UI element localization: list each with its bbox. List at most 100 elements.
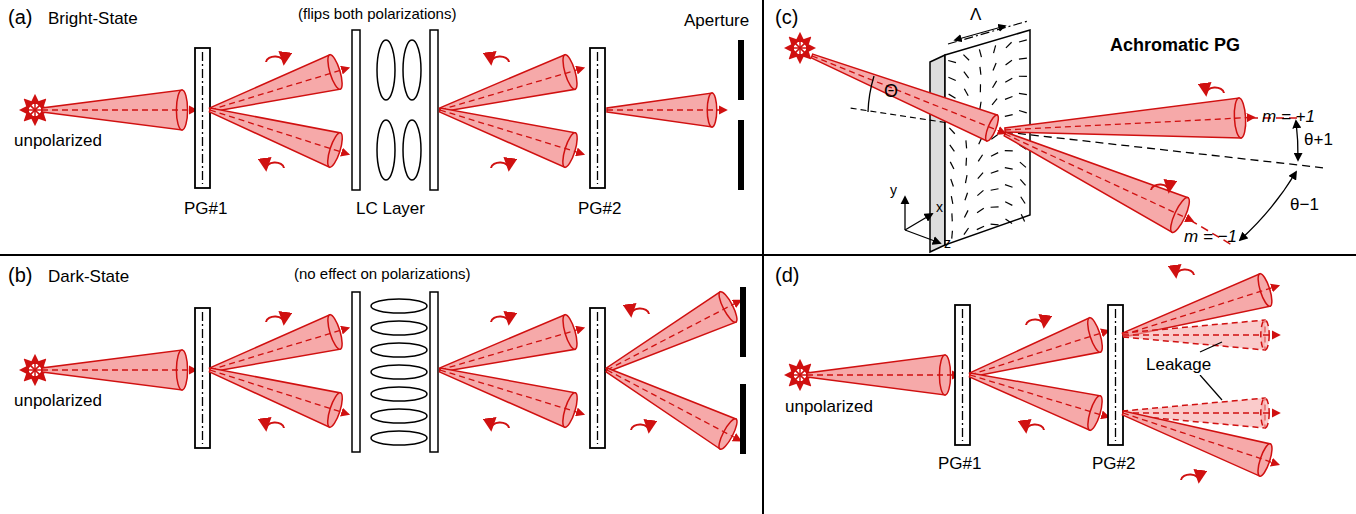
label: PG#1 (184, 200, 227, 219)
light-beam (209, 368, 340, 427)
circular-polarization-arrow (1176, 269, 1194, 276)
beam-axis (607, 109, 726, 110)
label: Aperture (684, 12, 749, 31)
label: unpolarized (14, 392, 102, 411)
beam-axis (42, 109, 196, 110)
lc-director (1005, 78, 1012, 82)
beam-axis (970, 331, 1108, 375)
lc-director (979, 49, 981, 57)
circular-polarization-arrow (631, 424, 649, 431)
light-beam (969, 318, 1100, 377)
circular-polarization-arrow (491, 162, 509, 169)
label: unpolarized (14, 132, 102, 151)
label: unpolarized (785, 398, 873, 417)
lc-director (1019, 58, 1027, 60)
lc-director (951, 213, 953, 221)
light-beam (439, 368, 575, 427)
beam-axis (812, 56, 1005, 133)
lc-director (951, 196, 953, 204)
polarization-grating (590, 48, 605, 188)
beam-front (560, 391, 580, 428)
light-beam (811, 54, 997, 141)
grating-edge (930, 55, 945, 252)
lc-director (1019, 40, 1027, 42)
lc-director (1019, 93, 1027, 94)
lc-director (948, 77, 955, 80)
lc-director (964, 210, 968, 217)
beam-front (560, 131, 580, 168)
lc-molecule (371, 299, 427, 313)
lc-director (949, 94, 956, 98)
beam-axis (607, 370, 740, 441)
lc-director (993, 81, 997, 88)
lc-director (965, 158, 967, 166)
circular-polarization-arrow (1026, 319, 1044, 326)
lc-director (978, 173, 983, 179)
lc-director (980, 84, 981, 92)
light-beam (209, 315, 340, 372)
lc-director (965, 193, 968, 201)
light-beam (439, 55, 575, 112)
grating-axis (202, 312, 203, 444)
lc-director (1020, 179, 1025, 185)
aperture (738, 120, 744, 190)
lc-director (963, 55, 969, 61)
lc-director (993, 63, 996, 70)
lc-director (1005, 219, 1012, 224)
lc-director (979, 67, 981, 75)
lc-substrate (430, 292, 438, 452)
beam-axis (440, 68, 583, 110)
beam-axis (1123, 334, 1279, 335)
grating-axis (1115, 309, 1116, 441)
light-beam (969, 373, 1100, 430)
label: Bright-State (48, 10, 138, 29)
lc-molecule (403, 120, 421, 180)
label: θ+1 (1304, 131, 1333, 150)
lc-molecule (371, 409, 427, 423)
lc-substrate (352, 292, 360, 452)
lc-director (1019, 111, 1027, 113)
lc-director (964, 89, 968, 96)
label: Achromatic PG (1110, 36, 1240, 56)
lc-director (1005, 96, 1012, 99)
angle-arc (1296, 121, 1298, 160)
lc-director (1020, 162, 1026, 167)
label: (a) (8, 6, 32, 28)
polarization-grating (195, 308, 210, 448)
lc-molecule (371, 431, 427, 445)
aperture (740, 384, 746, 454)
lc-director (1006, 42, 1012, 48)
beam-axis (440, 370, 583, 414)
circular-polarization-arrow (1151, 184, 1169, 191)
lc-director (1005, 168, 1013, 170)
lc-director (1021, 214, 1024, 221)
grating-axis (202, 52, 203, 184)
label: PG#2 (578, 200, 621, 219)
label: θ−1 (1290, 196, 1319, 215)
grating-axis (962, 309, 963, 441)
lc-substrate (430, 30, 438, 190)
lc-director (977, 208, 984, 212)
lc-director (1019, 76, 1027, 77)
label: x (936, 200, 943, 215)
light-beam (1004, 132, 1188, 232)
light-beam (1005, 98, 1241, 138)
label: Leakage (1146, 356, 1211, 375)
beam-axis (210, 370, 348, 414)
lc-director (964, 228, 969, 235)
lc-director (950, 145, 955, 152)
lc-director (951, 179, 954, 187)
lc-director (977, 226, 984, 229)
lc-molecule (371, 387, 427, 401)
label: (b) (8, 264, 32, 286)
circular-polarization-arrow (491, 422, 509, 429)
grating-period-line (948, 21, 1028, 44)
axis (905, 230, 940, 243)
light-beam (209, 108, 340, 167)
lc-molecule (377, 120, 395, 180)
lc-molecule (377, 40, 395, 100)
lc-director (951, 231, 953, 239)
label: PG#2 (1092, 455, 1135, 474)
light-beam (439, 108, 575, 167)
lc-director (965, 140, 967, 148)
